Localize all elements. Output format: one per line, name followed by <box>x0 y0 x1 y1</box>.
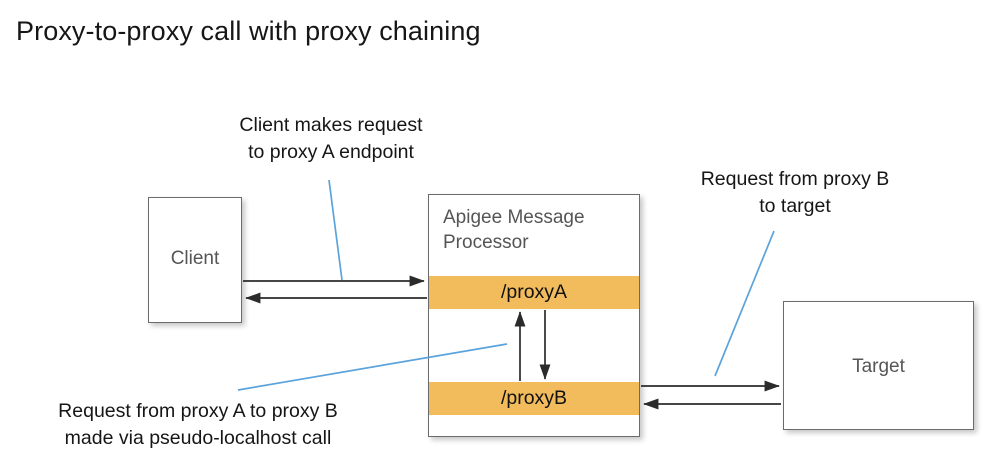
target-node: Target <box>783 301 974 430</box>
page-title: Proxy-to-proxy call with proxy chaining <box>16 16 481 46</box>
client-node-label: Client <box>170 248 220 269</box>
target-node-label: Target <box>852 356 905 377</box>
message-processor-title: Apigee Message Processor <box>443 207 585 253</box>
message-processor-node: Apigee Message Processor /proxyA /proxyB <box>428 194 640 437</box>
leader-line-proxyb-target <box>714 230 775 377</box>
annotation-client-makes-request: Client makes request to proxy A endpoint <box>239 114 423 163</box>
leader-line-client-request <box>328 179 343 281</box>
proxy-b-band: /proxyB <box>429 382 639 415</box>
client-node: Client <box>148 197 242 323</box>
annotation-request-from-proxya-to-proxyb: Request from proxy A to proxy B made via… <box>58 400 338 449</box>
annotation-request-from-proxyb-to-target: Request from proxy B to target <box>700 168 890 217</box>
proxy-a-band: /proxyA <box>429 276 639 309</box>
